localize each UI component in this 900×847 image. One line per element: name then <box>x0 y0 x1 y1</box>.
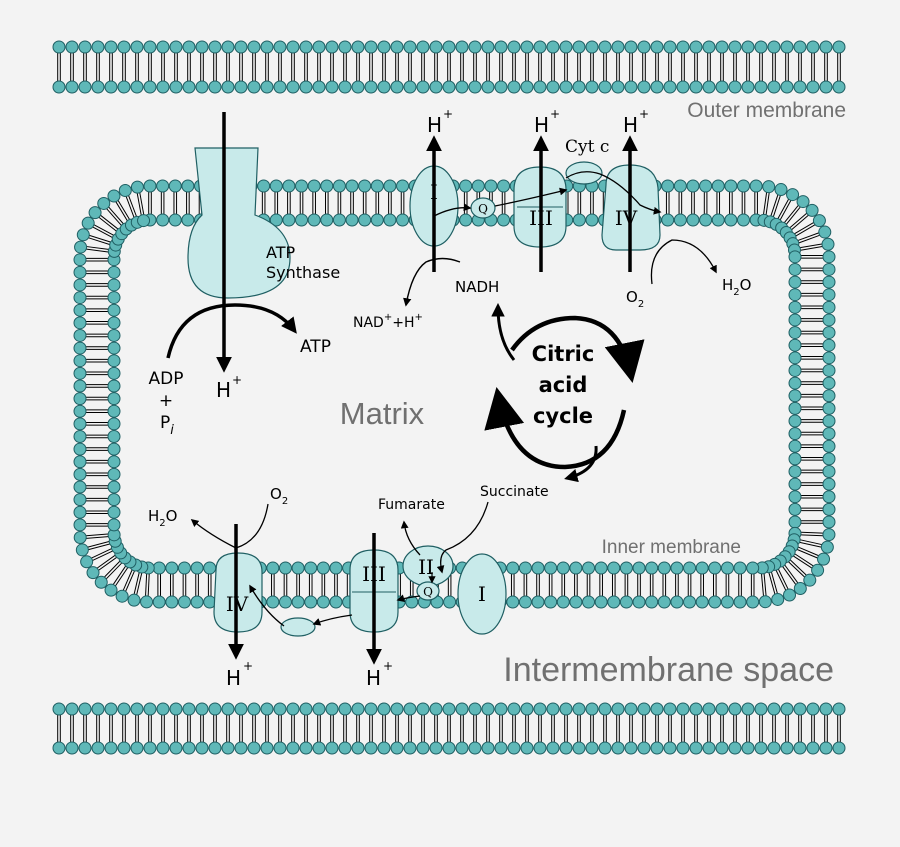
outer-membrane-top <box>52 40 846 94</box>
atp-synthase-label-line2: Synthase <box>266 263 340 282</box>
cyt-c-upper <box>565 161 603 185</box>
citric-cycle-line2: acid <box>539 373 588 397</box>
complex-iii-upper-label: III <box>529 206 553 230</box>
adp-label: ADP <box>149 369 184 389</box>
fumarate-label: Fumarate <box>378 497 445 513</box>
h2o-lower-label: H2O <box>148 507 177 529</box>
complex-iii-lower-label: III <box>362 562 386 586</box>
nad-label: NAD++H+ <box>353 312 423 331</box>
q-upper-label: Q <box>478 202 488 216</box>
svg-text:H: H <box>623 113 638 137</box>
complex-iv-lower-label: IV <box>226 592 249 616</box>
adp-plus-label: + <box>159 391 173 411</box>
svg-text:+: + <box>243 659 253 673</box>
q-lower-label: Q <box>423 585 433 599</box>
svg-text:+: + <box>232 373 242 387</box>
complex-i-upper-label: I <box>430 180 438 204</box>
cyt-c-label: Cyt c <box>565 137 609 157</box>
arrows <box>166 112 717 665</box>
pi-label: Pi <box>160 413 174 438</box>
outer-membrane-bottom <box>52 702 846 755</box>
complex-ii-lower-label: II <box>418 555 434 579</box>
svg-text:+: + <box>550 107 560 121</box>
svg-text:+: + <box>443 107 453 121</box>
outer-membrane-label: Outer membrane <box>687 99 846 122</box>
intermembrane-space-label: Intermembrane space <box>503 651 834 689</box>
proton-complex-iv-upper: H + <box>623 107 649 137</box>
citric-cycle-line3: cycle <box>533 404 593 428</box>
proton-atp-synthase: H + <box>216 373 242 402</box>
proton-complex-iii-lower: H + <box>366 659 393 690</box>
o2-upper-label: O2 <box>626 288 644 310</box>
cyt-c-lower <box>280 617 316 637</box>
nadh-label: NADH <box>455 278 499 296</box>
proton-complex-iii-upper: H + <box>534 107 560 137</box>
svg-text:H: H <box>216 378 231 402</box>
complex-i-lower-label: I <box>478 582 486 606</box>
citric-cycle-line1: Citric <box>532 342 595 366</box>
complex-iv-upper-label: IV <box>615 206 638 230</box>
q-lower <box>416 581 440 601</box>
succinate-label: Succinate <box>480 484 549 500</box>
atp-synthase-label-line1: ATP <box>266 243 295 262</box>
svg-text:+: + <box>383 659 393 673</box>
proton-complex-i-upper: H + <box>427 107 453 137</box>
atp-synthase <box>187 147 291 299</box>
o2-lower-label: O2 <box>270 485 288 507</box>
svg-text:+: + <box>639 107 649 121</box>
proton-complex-iv-lower: H + <box>226 659 253 690</box>
svg-text:H: H <box>427 113 442 137</box>
h2o-upper-label: H2O <box>722 276 751 298</box>
svg-text:H: H <box>534 113 549 137</box>
svg-text:H: H <box>366 666 381 690</box>
inner-membrane-label: Inner membrane <box>602 537 741 558</box>
matrix-label: Matrix <box>340 396 425 431</box>
svg-text:H: H <box>226 666 241 690</box>
complex-i-lower <box>457 553 507 635</box>
atp-product-label: ATP <box>300 337 331 357</box>
complex-iv-lower <box>213 552 263 633</box>
